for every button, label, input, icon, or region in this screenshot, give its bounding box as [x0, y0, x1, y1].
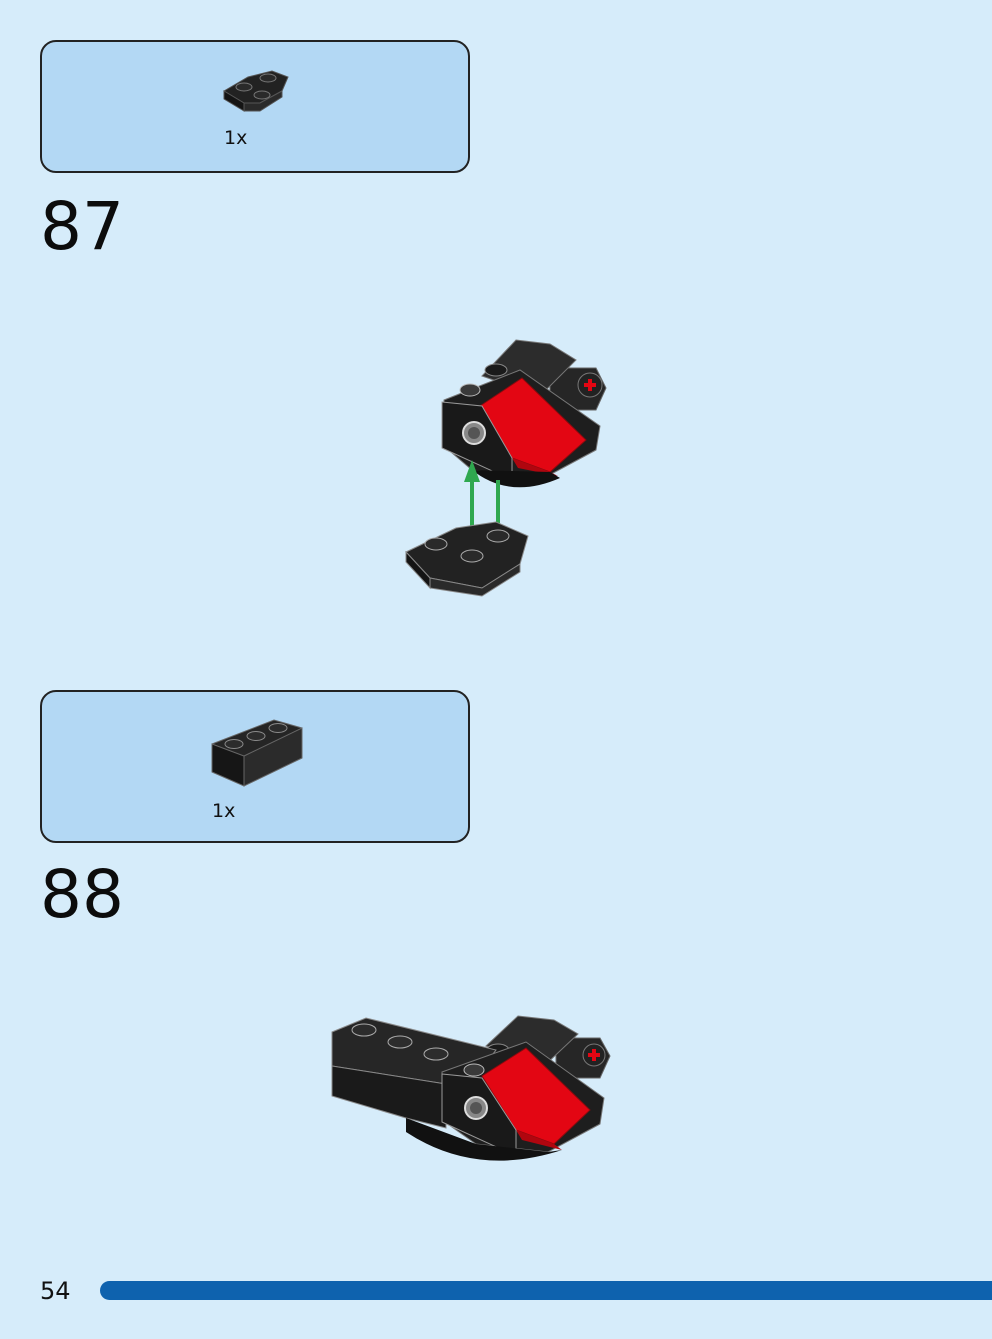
page-progress-bar [100, 1281, 992, 1300]
step-number-87: 87 [40, 188, 124, 265]
wedge-brick-part-icon [211, 719, 303, 787]
wedge-plate-part-icon [223, 70, 289, 112]
part-quantity-label: 1x [224, 127, 248, 149]
step-88-assembly-illustration [331, 1015, 611, 1161]
parts-list-box-step-87: 1x [40, 40, 470, 173]
step-number-88: 88 [40, 856, 124, 933]
page-number: 54 [40, 1277, 71, 1305]
step-87-assembly-illustration [405, 339, 607, 597]
parts-list-box-step-88: 1x [40, 690, 470, 843]
part-quantity-label: 1x [212, 800, 236, 822]
